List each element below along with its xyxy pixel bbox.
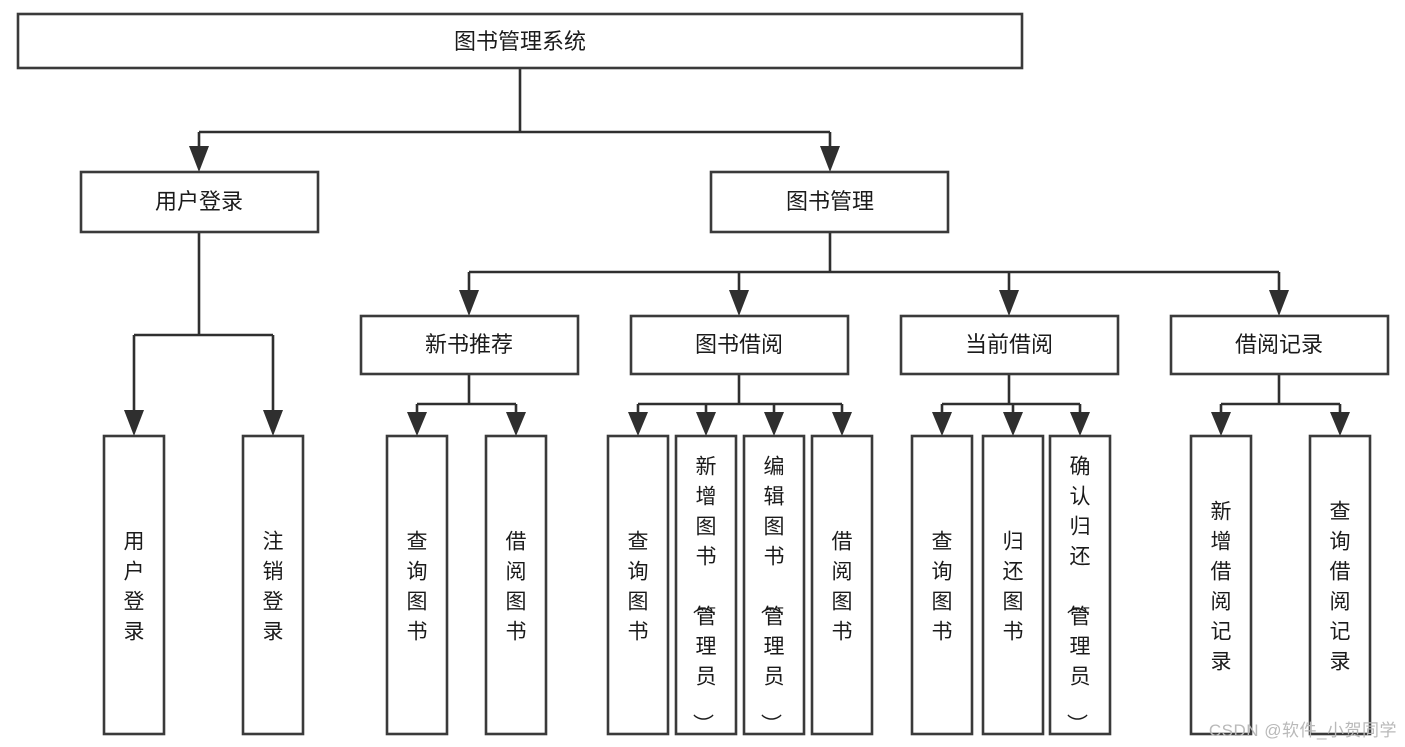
arrow-head-book-management — [820, 146, 840, 172]
arrow-head-leaf-return-book — [1003, 412, 1023, 436]
arrow-head-borrow-records — [1269, 290, 1289, 316]
arrow-head-leaf-add-book — [696, 412, 716, 436]
leaf-node-borrow-book[interactable]: 借阅图书 — [810, 434, 874, 736]
node-book-borrow[interactable]: 图书借阅 — [629, 314, 850, 376]
leaf-node-logout-label: 注销登录 — [263, 530, 284, 643]
arrow-head-leaf-query-book-recommend — [407, 412, 427, 436]
leaf-node-add-record-label: 新增借阅记录 — [1211, 500, 1232, 673]
leaf-node-borrow-book-recommend-label: 借阅图书 — [506, 530, 527, 643]
leaf-node-add-book-label: 新增图书（管理员） — [691, 455, 717, 734]
node-layer: 图书管理系统 用户登录 图书管理 新书推荐 图书借阅 当前借阅 — [16, 12, 1390, 736]
arrow-head-leaf-confirm-return — [1070, 412, 1090, 436]
leaf-node-query-book-recommend-label: 查询图书 — [407, 530, 428, 643]
leaf-node-query-record-label: 查询借阅记录 — [1330, 500, 1351, 673]
node-new-book-recommend-box[interactable] — [359, 314, 580, 376]
leaf-node-confirm-return-label: 确认归还（管理员） — [1065, 455, 1091, 734]
node-user-login-box[interactable] — [79, 170, 320, 234]
leaf-node-edit-book-box[interactable] — [742, 434, 806, 736]
leaf-node-user-login-box[interactable] — [102, 434, 166, 736]
leaf-node-add-record[interactable]: 新增借阅记录 — [1189, 434, 1253, 736]
node-root-box[interactable] — [16, 12, 1024, 70]
arrow-head-leaf-user-login — [124, 410, 144, 436]
arrow-head-leaf-add-record — [1211, 412, 1231, 436]
leaf-node-user-login-label: 用户登录 — [124, 530, 145, 643]
leaf-node-add-book-box[interactable] — [674, 434, 738, 736]
arrow-head-leaf-query-book-current — [932, 412, 952, 436]
leaf-node-borrow-book-recommend[interactable]: 借阅图书 — [484, 434, 548, 736]
leaf-node-user-login[interactable]: 用户登录 — [102, 434, 166, 736]
node-new-book-recommend[interactable]: 新书推荐 — [359, 314, 580, 376]
leaf-node-query-book-recommend-box[interactable] — [385, 434, 449, 736]
leaf-node-return-book-label: 归还图书 — [1003, 530, 1024, 643]
node-book-management-box[interactable] — [709, 170, 950, 234]
node-root[interactable]: 图书管理系统 — [16, 12, 1024, 70]
node-new-book-recommend-label: 新书推荐 — [425, 332, 513, 357]
node-borrow-records-box[interactable] — [1169, 314, 1390, 376]
leaf-node-query-book-borrow[interactable]: 查询图书 — [606, 434, 670, 736]
node-book-management[interactable]: 图书管理 — [709, 170, 950, 234]
leaf-node-return-book[interactable]: 归还图书 — [981, 434, 1045, 736]
leaf-node-query-book-recommend[interactable]: 查询图书 — [385, 434, 449, 736]
leaf-node-layer: 用户登录 注销登录 查询图书 借阅图书 查询图书 — [102, 434, 1372, 736]
leaf-node-edit-book-label: 编辑图书（管理员） — [759, 455, 785, 734]
connector-layer — [124, 68, 1350, 436]
leaf-node-confirm-return[interactable]: 确认归还（管理员） — [1048, 434, 1112, 736]
node-current-borrow-label: 当前借阅 — [965, 332, 1053, 357]
leaf-node-query-book-current[interactable]: 查询图书 — [910, 434, 974, 736]
node-book-borrow-label: 图书借阅 — [695, 332, 783, 357]
leaf-node-add-record-box[interactable] — [1189, 434, 1253, 736]
node-user-login[interactable]: 用户登录 — [79, 170, 320, 234]
node-root-label: 图书管理系统 — [454, 29, 586, 54]
arrow-head-leaf-borrow-book — [832, 412, 852, 436]
node-borrow-records-label: 借阅记录 — [1235, 332, 1323, 357]
leaf-node-return-book-box[interactable] — [981, 434, 1045, 736]
arrow-head-leaf-query-book-borrow — [628, 412, 648, 436]
leaf-node-query-book-current-label: 查询图书 — [932, 530, 953, 643]
arrow-head-leaf-edit-book — [764, 412, 784, 436]
arrow-head-user-login — [189, 146, 209, 172]
leaf-node-logout[interactable]: 注销登录 — [241, 434, 305, 736]
arrow-head-leaf-borrow-book-recommend — [506, 412, 526, 436]
leaf-node-confirm-return-box[interactable] — [1048, 434, 1112, 736]
leaf-node-borrow-book-recommend-box[interactable] — [484, 434, 548, 736]
node-current-borrow-box[interactable] — [899, 314, 1120, 376]
node-book-management-label: 图书管理 — [786, 189, 874, 214]
leaf-node-query-record[interactable]: 查询借阅记录 — [1308, 434, 1372, 736]
leaf-node-add-book[interactable]: 新增图书（管理员） — [674, 434, 738, 736]
leaf-node-borrow-book-box[interactable] — [810, 434, 874, 736]
leaf-node-edit-book[interactable]: 编辑图书（管理员） — [742, 434, 806, 736]
leaf-node-logout-box[interactable] — [241, 434, 305, 736]
arrow-head-leaf-logout — [263, 410, 283, 436]
leaf-node-query-record-box[interactable] — [1308, 434, 1372, 736]
arrow-head-leaf-query-record — [1330, 412, 1350, 436]
leaf-node-query-book-current-box[interactable] — [910, 434, 974, 736]
leaf-node-query-book-borrow-box[interactable] — [606, 434, 670, 736]
arrow-head-current-borrow — [999, 290, 1019, 316]
arrow-head-book-borrow — [729, 290, 749, 316]
leaf-node-borrow-book-label: 借阅图书 — [832, 530, 853, 643]
node-borrow-records[interactable]: 借阅记录 — [1169, 314, 1390, 376]
leaf-node-query-book-borrow-label: 查询图书 — [628, 530, 649, 643]
node-current-borrow[interactable]: 当前借阅 — [899, 314, 1120, 376]
node-user-login-label: 用户登录 — [155, 189, 243, 214]
arrow-head-new-book-recommend — [459, 290, 479, 316]
node-book-borrow-box[interactable] — [629, 314, 850, 376]
